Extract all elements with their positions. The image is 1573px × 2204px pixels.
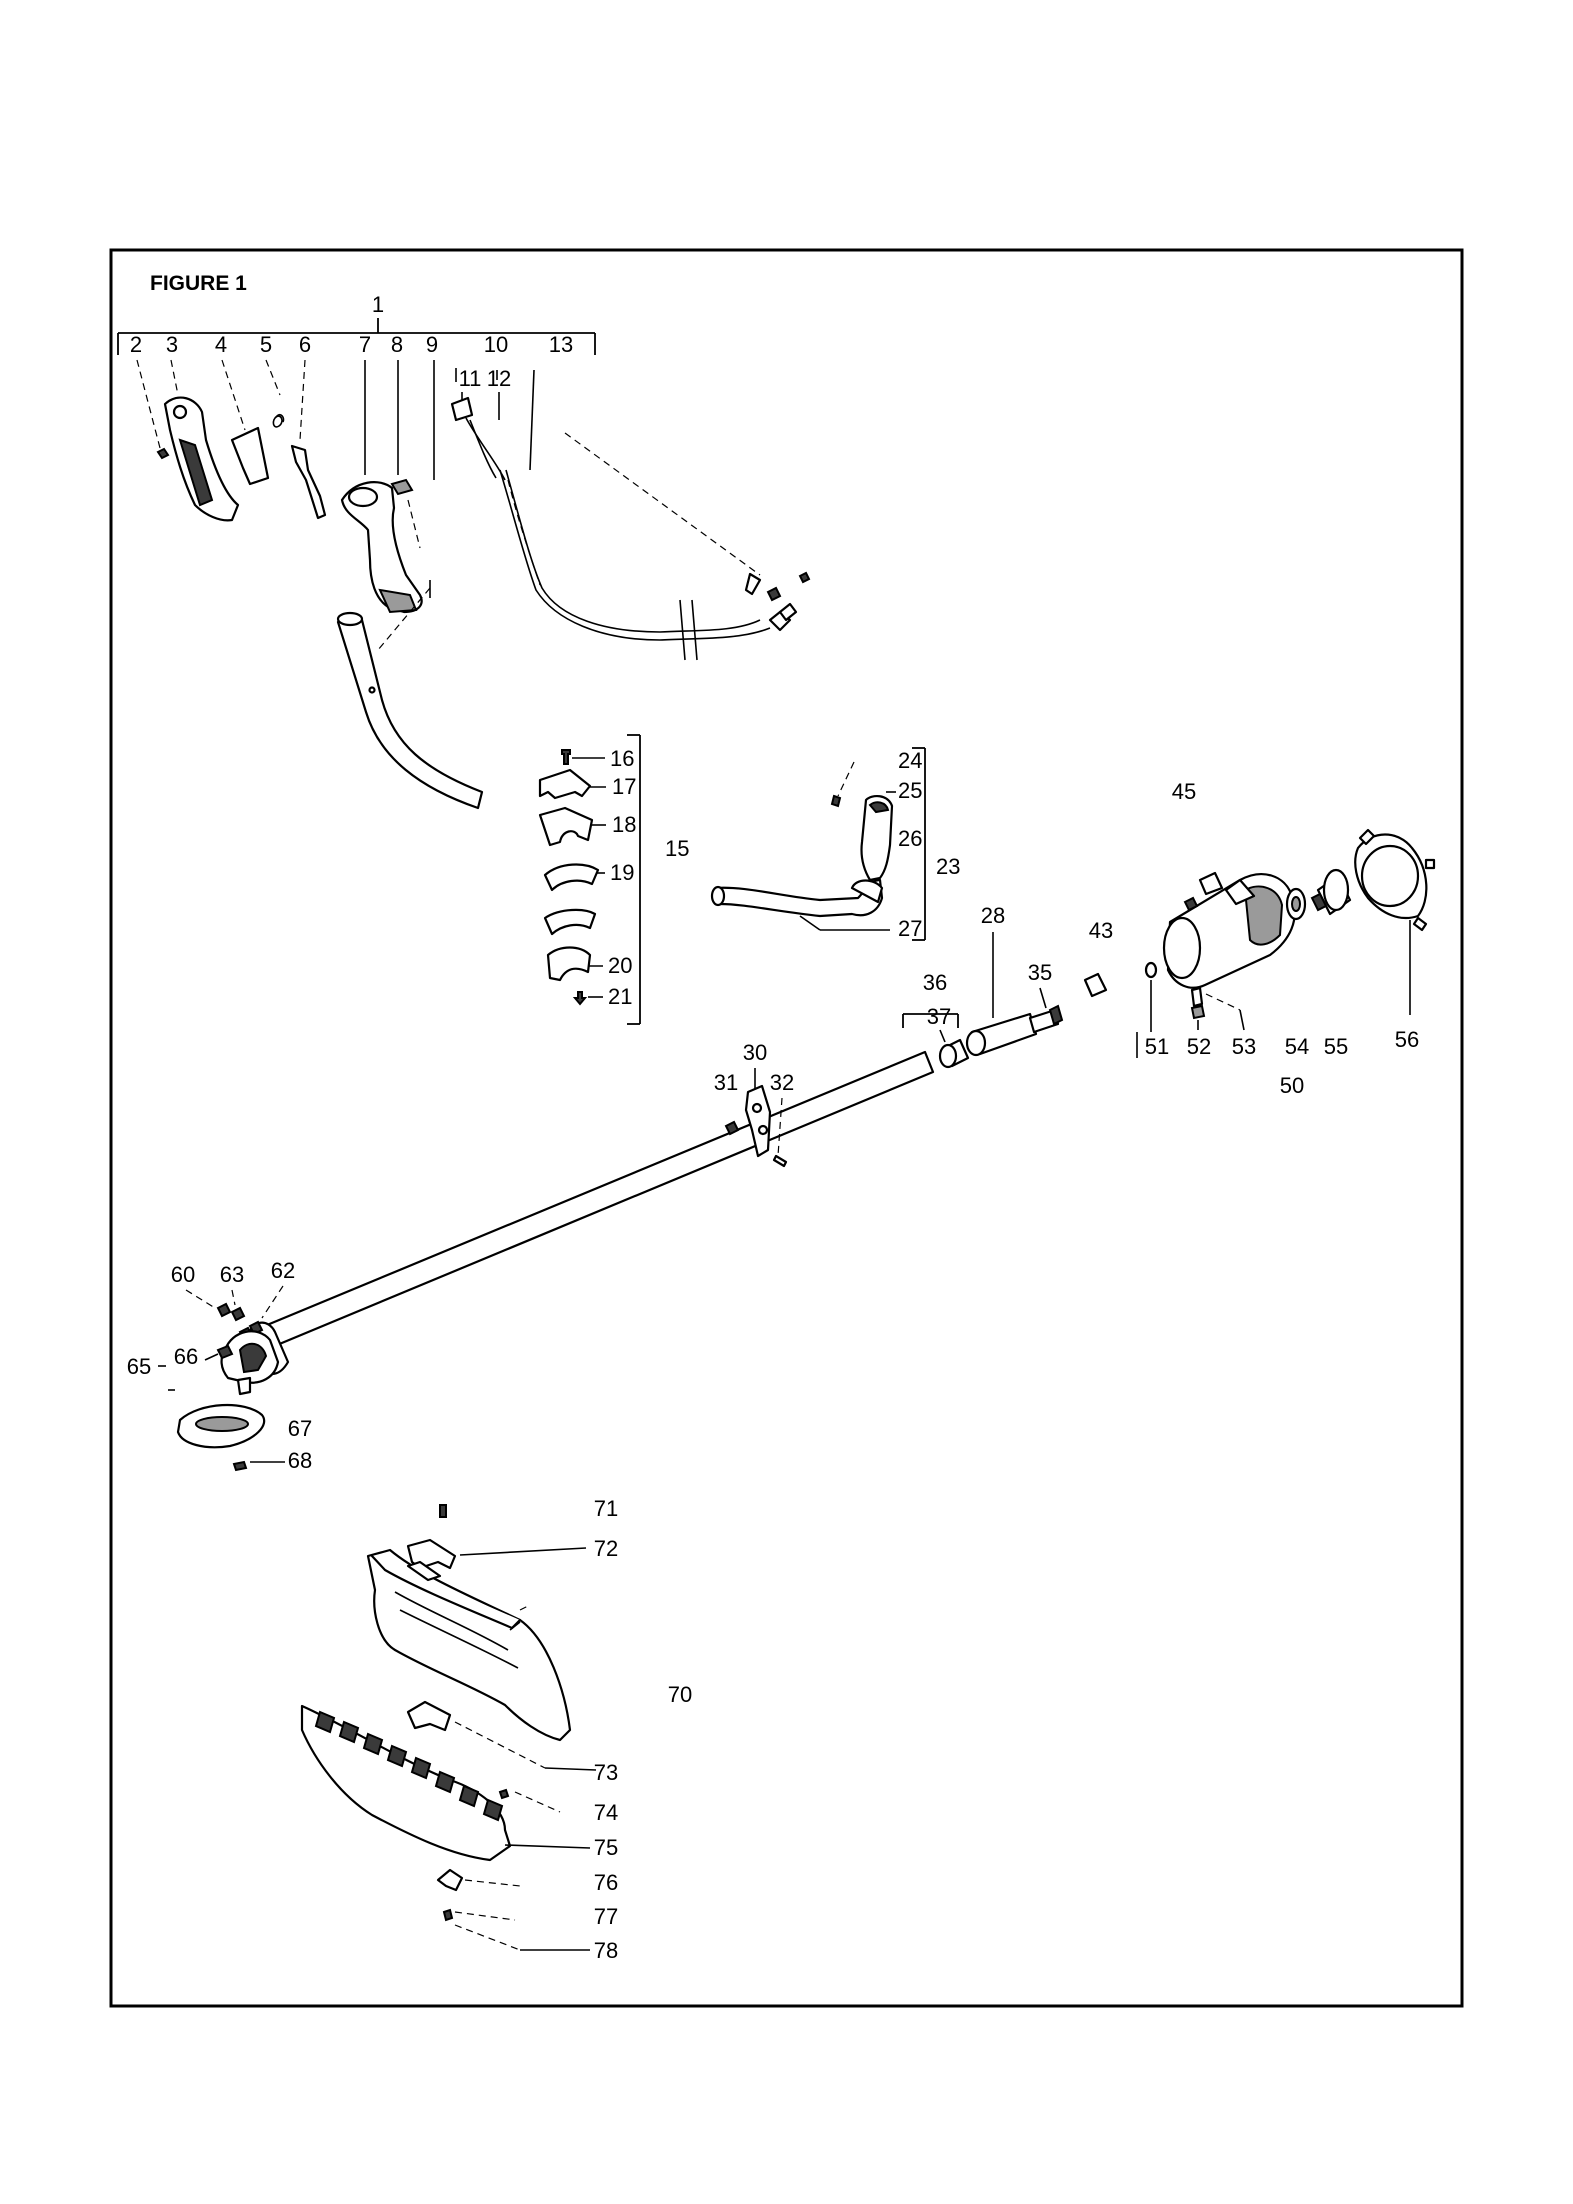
callout-4: 4	[215, 332, 227, 357]
callout-35: 35	[1028, 960, 1052, 985]
callout-8: 8	[391, 332, 403, 357]
callout-16: 16	[610, 746, 634, 771]
callout-56: 56	[1395, 1027, 1419, 1052]
assembly-1-bracket	[117, 318, 596, 355]
callout-19: 19	[610, 860, 634, 885]
callout-72: 72	[594, 1536, 618, 1561]
drive-cable-part-28	[965, 1004, 1064, 1057]
callout-21: 21	[608, 984, 632, 1009]
callout-63: 63	[220, 1262, 244, 1287]
bracket-36	[902, 1013, 959, 1028]
sleeve-part-19	[543, 863, 600, 892]
front-handle-bracket-23	[912, 747, 926, 941]
throttle-cable-part-13	[450, 396, 811, 661]
callout-53: 53	[1232, 1034, 1256, 1059]
callout-54: 54	[1285, 1034, 1309, 1059]
callout-76: 76	[594, 1870, 618, 1895]
nut-part-21	[572, 991, 588, 1006]
callout-50: 50	[1280, 1073, 1304, 1098]
callout-9: 9	[426, 332, 438, 357]
callout-3: 3	[166, 332, 178, 357]
callout-7: 7	[359, 332, 371, 357]
callout-51: 51	[1145, 1034, 1169, 1059]
front-handle-part	[710, 761, 896, 931]
clutch-parts-54-55	[1285, 868, 1352, 921]
callout-17: 17	[612, 774, 636, 799]
callout-62: 62	[271, 1258, 295, 1283]
callout-10: 10	[484, 332, 508, 357]
callout-74: 74	[594, 1800, 618, 1825]
clamp-bracket-15	[627, 734, 641, 1025]
callout-43: 43	[1089, 918, 1113, 943]
drive-shaft-tube	[246, 1050, 935, 1375]
callout-15: 15	[665, 836, 689, 861]
gear-head-part	[158, 1285, 285, 1472]
callout-12: 12	[487, 366, 511, 391]
callout-52: 52	[1187, 1034, 1211, 1059]
callout-60: 60	[171, 1262, 195, 1287]
leader-35	[1039, 987, 1047, 1009]
callout-73: 73	[594, 1760, 618, 1785]
spring-part-5	[272, 413, 285, 428]
callout-71: 71	[594, 1496, 618, 1521]
clamp-bottom-part-20	[546, 946, 592, 982]
callout-1: 1	[372, 292, 384, 317]
figure-frame	[109, 248, 1464, 2008]
screw-part-2	[156, 447, 170, 460]
harness-bracket-part-30	[724, 1068, 788, 1168]
top-leaders	[136, 359, 535, 480]
trigger-part-4	[230, 426, 270, 486]
callout-30: 30	[743, 1040, 767, 1065]
callout-32: 32	[770, 1070, 794, 1095]
figure-title: FIGURE 1	[150, 272, 247, 295]
handle-housing-part-7	[340, 481, 423, 614]
leader-8	[407, 499, 421, 549]
clutch-housing-part-45	[1162, 871, 1296, 989]
callout-45: 45	[1172, 779, 1196, 804]
callout-2: 2	[130, 332, 142, 357]
clamp-top-part-17	[538, 768, 592, 800]
callout-68: 68	[288, 1448, 312, 1473]
part-52-53	[1190, 986, 1245, 1031]
callout-66: 66	[174, 1344, 198, 1369]
nut-part-8	[390, 478, 414, 496]
callout-67: 67	[288, 1416, 312, 1441]
callout-78: 78	[594, 1938, 618, 1963]
callout-65: 65	[127, 1354, 151, 1379]
part-43	[1083, 972, 1108, 998]
callout-11: 11	[459, 366, 482, 391]
leader-37	[939, 1029, 946, 1043]
callout-27: 27	[898, 916, 922, 941]
callout-6: 6	[299, 332, 311, 357]
fan-cover-part-56	[1354, 828, 1436, 1015]
callout-77: 77	[594, 1904, 618, 1929]
handle-tube	[336, 580, 484, 810]
callout-20: 20	[608, 953, 632, 978]
callout-13: 13	[549, 332, 573, 357]
callout-37: 37	[927, 1004, 951, 1029]
callout-25: 25	[898, 778, 922, 803]
callout-55: 55	[1324, 1034, 1348, 1059]
callout-24: 24	[898, 748, 922, 773]
callout-36: 36	[923, 970, 947, 995]
callout-26: 26	[898, 826, 922, 851]
guard-assembly-part-70	[300, 1504, 597, 1951]
callout-23: 23	[936, 854, 960, 879]
sleeve-lower	[543, 908, 597, 936]
callout-75: 75	[594, 1835, 618, 1860]
bushing-face	[938, 1043, 958, 1069]
callout-31: 31	[714, 1070, 738, 1095]
rear-handle-part-3	[163, 396, 240, 522]
callout-28: 28	[981, 903, 1005, 928]
callout-18: 18	[612, 812, 636, 837]
part-51	[1136, 961, 1158, 1058]
screw-part-16	[561, 749, 571, 765]
callout-5: 5	[260, 332, 272, 357]
clamp-part-18	[538, 806, 594, 847]
callout-70: 70	[668, 1682, 692, 1707]
lever-part-6	[290, 444, 327, 520]
